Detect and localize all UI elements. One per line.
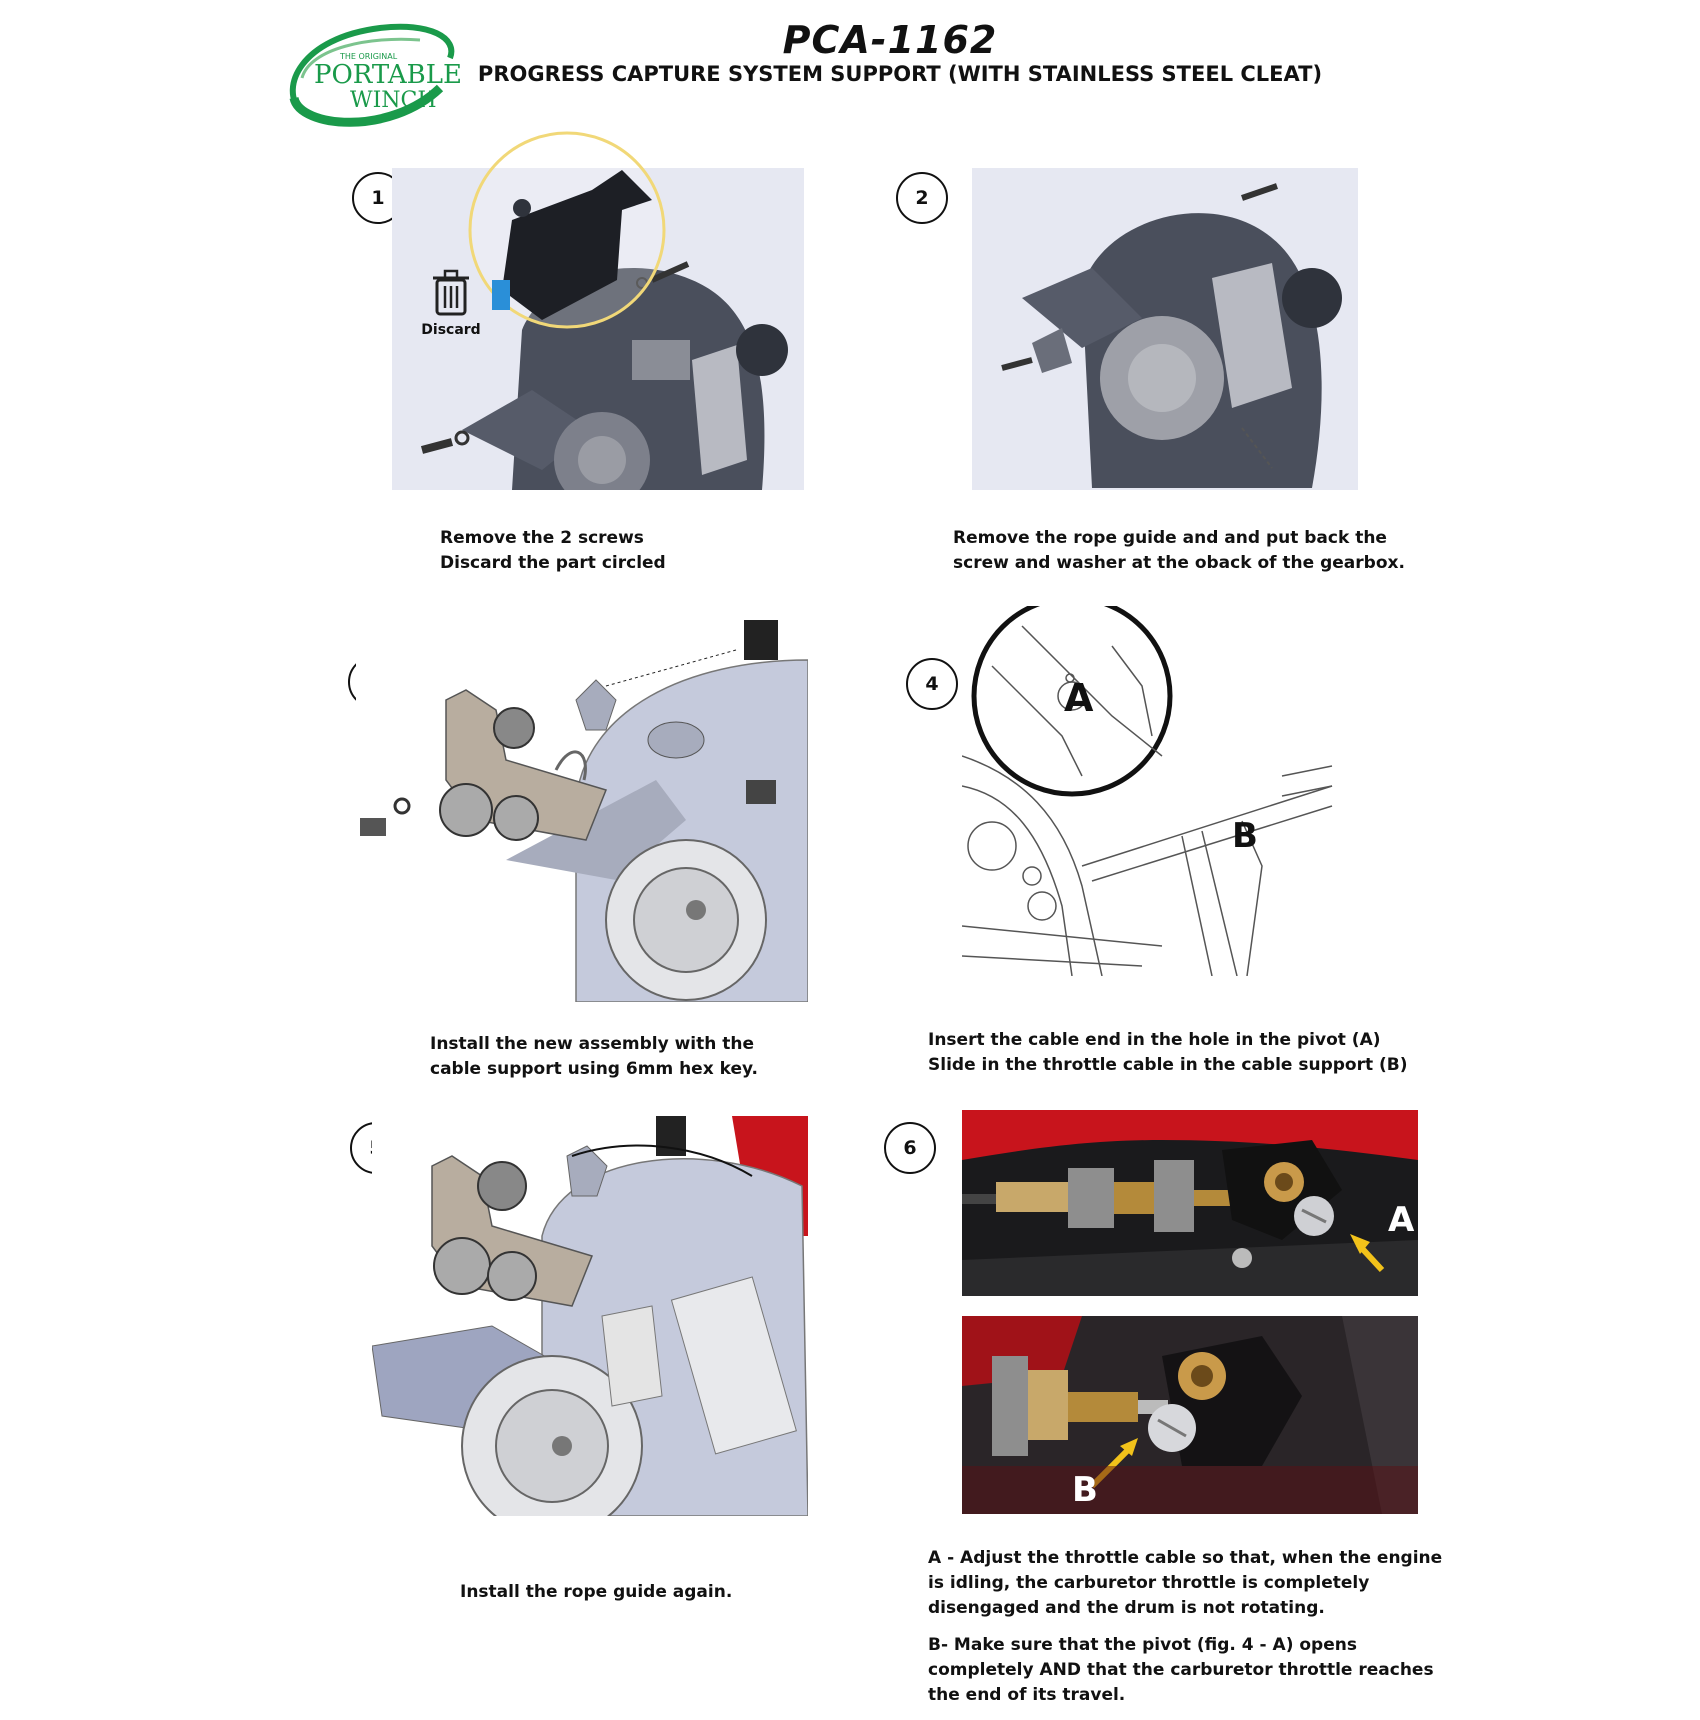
figure-6-label-b: B: [1072, 1470, 1098, 1510]
step-number-4: 4: [906, 658, 958, 710]
step-6-photo-b: [962, 1316, 1418, 1514]
discard-label: Discard: [421, 322, 481, 338]
figure-4-label-a: A: [1064, 676, 1094, 720]
step-2-caption-line-2: screw and washer at the oback of the gea…: [953, 553, 1405, 573]
step-6-photo-a: [962, 1110, 1418, 1296]
step-3-figure: [356, 620, 808, 1002]
step-1-figure: [392, 130, 804, 490]
step-5-caption: Install the rope guide again.: [460, 1580, 732, 1605]
logo-main-text: PORTABLE: [314, 60, 462, 90]
figure-6-label-a: A: [1388, 1200, 1415, 1240]
step-4-caption: Insert the cable end in the hole in the …: [928, 1028, 1408, 1078]
step-4-caption-line-1: Insert the cable end in the hole in the …: [928, 1030, 1381, 1050]
trash-icon: [418, 268, 484, 322]
page-title: PCA-1162: [782, 18, 998, 62]
step-5-figure: [372, 1116, 808, 1516]
step-1-caption: Remove the 2 screws Discard the part cir…: [440, 526, 666, 576]
portable-winch-logo: THE ORIGINAL PORTABLE WINCH: [280, 18, 462, 136]
logo-tagline: THE ORIGINAL: [340, 52, 398, 61]
step-3-caption-line-1: Install the new assembly with the: [430, 1034, 755, 1054]
step-6-paragraph-b: B- Make sure that the pivot (fig. 4 - A)…: [928, 1635, 1434, 1705]
step-3-caption-line-2: cable support using 6mm hex key.: [430, 1059, 758, 1079]
step-1-caption-line-1: Remove the 2 screws: [440, 528, 644, 548]
step-4-caption-line-2: Slide in the throttle cable in the cable…: [928, 1055, 1408, 1075]
step-6-instructions: A - Adjust the throttle cable so that, w…: [928, 1546, 1448, 1720]
step-4-figure: [962, 606, 1342, 976]
step-6-paragraph-a: A - Adjust the throttle cable so that, w…: [928, 1548, 1443, 1618]
step-3-caption: Install the new assembly with the cable …: [430, 1032, 758, 1082]
step-1-caption-line-2: Discard the part circled: [440, 553, 666, 573]
step-5-caption-line-1: Install the rope guide again.: [460, 1582, 733, 1602]
logo-sub-text: WINCH: [350, 88, 437, 113]
step-2-caption-line-1: Remove the rope guide and and put back t…: [953, 528, 1387, 548]
discard-indicator: Discard: [418, 268, 484, 338]
step-2-caption: Remove the rope guide and and put back t…: [953, 526, 1405, 576]
step-number-2: 2: [896, 172, 948, 224]
step-2-figure: [972, 168, 1358, 490]
page-subtitle: PROGRESS CAPTURE SYSTEM SUPPORT (WITH ST…: [477, 62, 1323, 86]
figure-4-label-b: B: [1232, 816, 1258, 856]
step-number-6: 6: [884, 1122, 936, 1174]
